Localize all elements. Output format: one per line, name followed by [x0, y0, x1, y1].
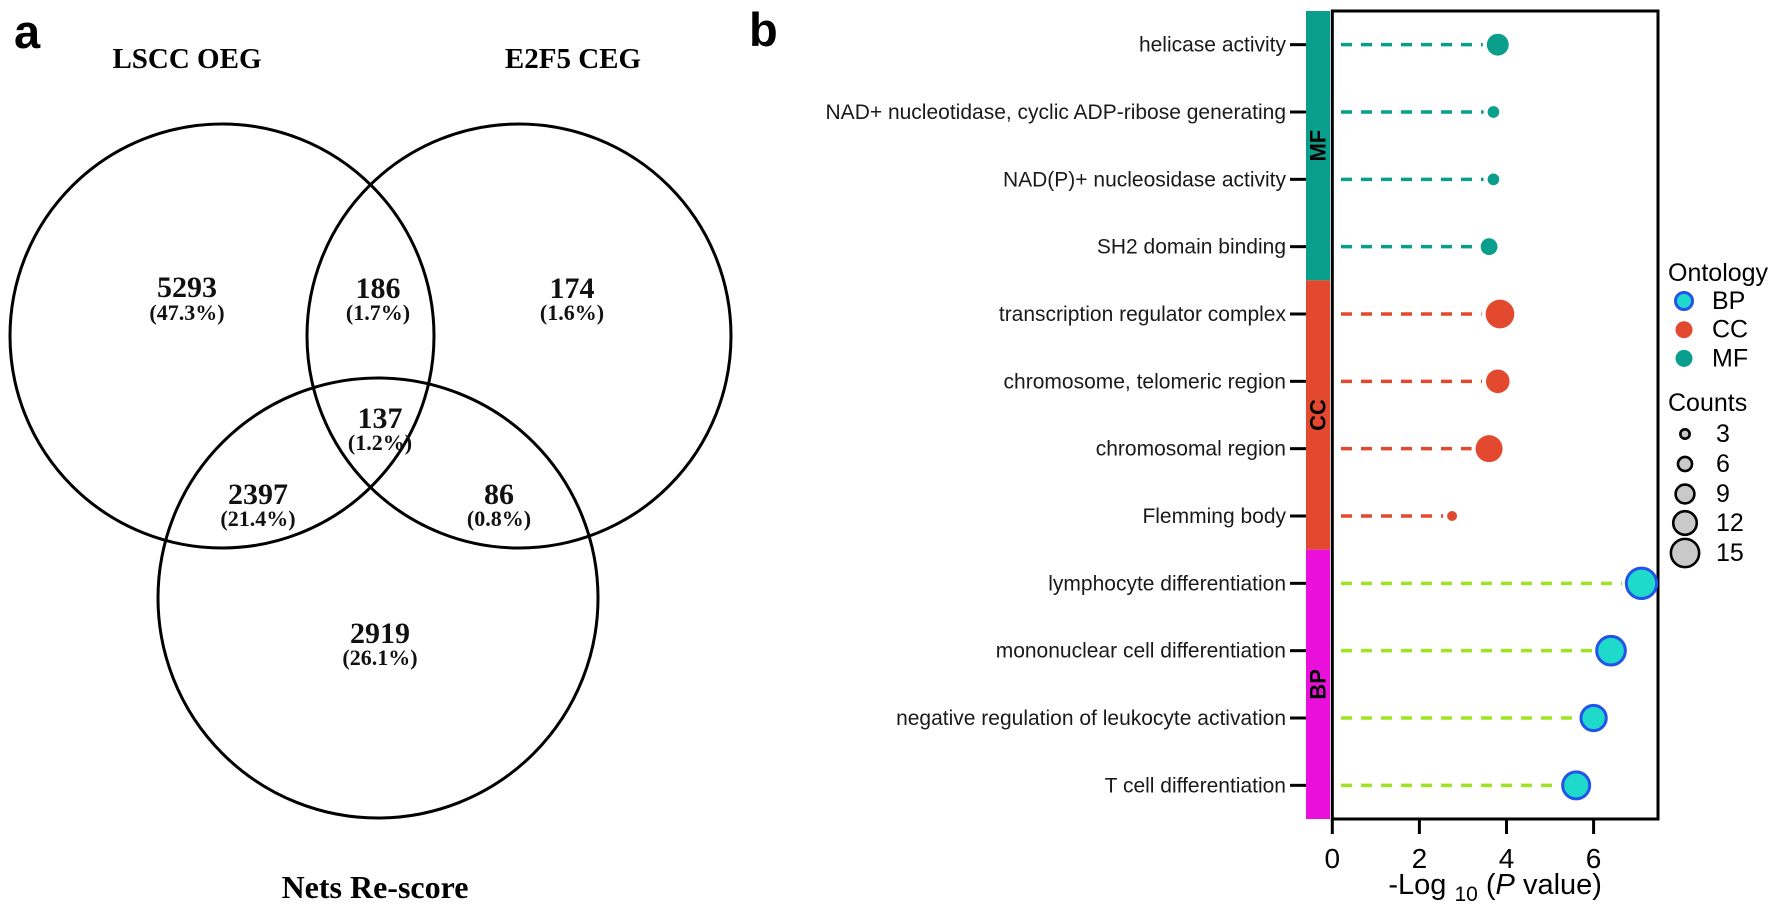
x-axis-title: -Log 10 (P value) — [1388, 869, 1602, 906]
venn-count-e2f5-only: 174 — [550, 272, 595, 305]
legend-label-bp: BP — [1712, 287, 1745, 315]
ontology-band-label-mf: MF — [1306, 130, 1331, 162]
category-label-9: mononuclear cell differentiation — [996, 640, 1286, 663]
lollipop-dot — [1579, 703, 1608, 733]
category-label-6: chromosomal region — [1096, 438, 1286, 461]
legend-count-label-15: 15 — [1716, 539, 1744, 567]
venn-pct-lscc-nets: (21.4%) — [220, 506, 295, 531]
category-label-0: helicase activity — [1139, 34, 1287, 57]
venn-circle-lscc-oeg — [8, 122, 436, 550]
ontology-band-bp — [1306, 549, 1330, 819]
venn-pct-all-three: (1.2%) — [348, 430, 412, 455]
category-label-11: T cell differentiation — [1105, 774, 1286, 797]
ontology-band-cc — [1306, 280, 1330, 550]
legend-label-mf: MF — [1712, 344, 1748, 372]
venn-count-e2f5-nets: 86 — [484, 478, 514, 511]
category-label-2: NAD(P)+ nucleosidase activity — [1003, 168, 1287, 191]
lollipop-dot — [1561, 770, 1592, 801]
legend-count-circle-15 — [1669, 537, 1701, 569]
venn-diagram: LSCC OEG E2F5 CEG Nets Re-score 5293 (47… — [8, 43, 733, 905]
ontology-band-label-bp: BP — [1306, 669, 1331, 700]
legend-count-label-12: 12 — [1716, 509, 1744, 537]
venn-set-label-e2f5: E2F5 CEG — [505, 43, 641, 75]
legend-count-circle-6 — [1676, 455, 1694, 473]
legend-counts-title: Counts — [1668, 389, 1747, 417]
category-label-4: transcription regulator complex — [999, 303, 1287, 326]
venn-set-label-lscc: LSCC OEG — [112, 43, 261, 75]
legend-count-circle-12 — [1671, 509, 1699, 537]
x-tick-label: 0 — [1325, 843, 1341, 874]
category-label-8: lymphocyte differentiation — [1048, 572, 1286, 595]
legend-count-circle-3 — [1679, 428, 1691, 440]
venn-count-nets-only: 2919 — [350, 617, 410, 650]
lollipop-dot — [1486, 33, 1509, 56]
panel-b-label: b — [749, 3, 778, 56]
venn-set-label-nets: Nets Re-score — [282, 869, 469, 905]
lollipop-dot — [1480, 238, 1498, 256]
lollipop-dot — [1487, 106, 1500, 118]
venn-count-lscc-only: 5293 — [157, 271, 217, 304]
x-tick-label: 2 — [1412, 843, 1428, 874]
legend-ontology-title: Ontology — [1668, 259, 1769, 287]
legend-count-circle-9 — [1674, 483, 1696, 505]
category-label-10: negative regulation of leukocyte activat… — [896, 707, 1286, 730]
category-label-1: NAD+ nucleotidase, cyclic ADP-ribose gen… — [826, 101, 1286, 124]
lollipop-dot — [1475, 435, 1503, 463]
legend-swatch-mf — [1675, 349, 1693, 367]
legend-swatch-bp — [1674, 291, 1694, 311]
venn-pct-lscc-e2f5: (1.7%) — [346, 300, 410, 325]
lollipop-dot — [1487, 173, 1500, 186]
venn-count-lscc-nets: 2397 — [228, 478, 288, 511]
x-tick-label: 4 — [1499, 843, 1515, 874]
lollipop-dot — [1485, 369, 1510, 394]
legend-swatch-cc — [1675, 321, 1693, 339]
legend-count-label-3: 3 — [1716, 420, 1730, 448]
legend-label-cc: CC — [1712, 316, 1748, 344]
category-label-5: chromosome, telomeric region — [1004, 370, 1286, 393]
venn-count-all-three: 137 — [358, 402, 403, 435]
venn-circle-e2f5-ceg — [305, 122, 733, 550]
plot-frame — [1330, 9, 1660, 821]
category-label-3: SH2 domain binding — [1097, 236, 1286, 259]
panel-a-label: a — [14, 5, 41, 58]
lollipop-dot — [1624, 566, 1659, 601]
lollipop-dot — [1485, 299, 1515, 329]
legend-count-label-6: 6 — [1716, 450, 1730, 478]
ontology-band-mf — [1306, 11, 1330, 281]
venn-pct-e2f5-nets: (0.8%) — [467, 506, 531, 531]
lollipop-dot — [1595, 634, 1627, 667]
venn-pct-e2f5-only: (1.6%) — [540, 300, 604, 325]
venn-count-lscc-e2f5: 186 — [356, 272, 401, 305]
venn-circle-nets-rescore — [156, 376, 600, 820]
lollipop-dot — [1447, 511, 1458, 521]
category-label-7: Flemming body — [1142, 505, 1286, 528]
venn-pct-lscc-only: (47.3%) — [149, 300, 224, 325]
legend-count-label-9: 9 — [1716, 480, 1730, 508]
venn-pct-nets-only: (26.1%) — [342, 645, 417, 670]
ontology-band-label-cc: CC — [1306, 399, 1331, 431]
x-tick-label: 6 — [1586, 843, 1602, 874]
